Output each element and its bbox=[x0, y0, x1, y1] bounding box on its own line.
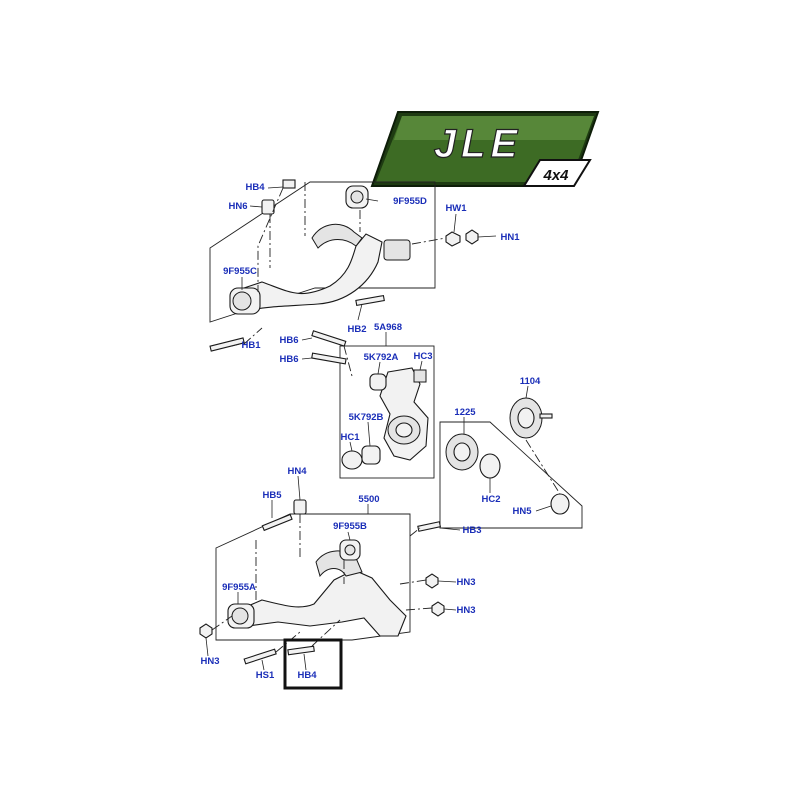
nut-hn1-shape bbox=[465, 229, 479, 245]
part-label-5k792b: 5K792B bbox=[349, 412, 384, 423]
part-label-hc1: HC1 bbox=[340, 432, 360, 443]
upper-arm-outline bbox=[209, 181, 436, 323]
bush-5k792a-shape bbox=[369, 373, 387, 391]
part-label-hs1: HS1 bbox=[256, 670, 275, 681]
leader-lines bbox=[205, 186, 552, 671]
part-label-hb6-a: HB6 bbox=[279, 335, 298, 346]
nut-hn6-shape bbox=[261, 199, 275, 215]
part-label-9f955d: 9F955D bbox=[393, 196, 427, 207]
upper-arm-body bbox=[230, 233, 383, 311]
part-label-5a968: 5A968 bbox=[374, 322, 402, 333]
part-label-hn1: HN1 bbox=[500, 232, 520, 243]
bolt-hb1-shape bbox=[209, 337, 245, 352]
bolt-hb3-shape bbox=[417, 521, 442, 532]
bolt-hb2-shape bbox=[355, 294, 385, 307]
part-label-hc2: HC2 bbox=[481, 494, 500, 505]
upper-arm-bracket bbox=[383, 239, 411, 261]
part-label-hn5: HN5 bbox=[512, 506, 532, 517]
hub-bearing-assembly bbox=[439, 397, 583, 529]
part-label-hn4: HN4 bbox=[287, 466, 307, 477]
nut-hn5-shape bbox=[550, 493, 570, 515]
circlip-hc2-shape bbox=[479, 453, 501, 479]
part-label-hn6: HN6 bbox=[228, 201, 247, 212]
part-label-hn3-right-b: HN3 bbox=[456, 605, 475, 616]
knuckle-assembly bbox=[311, 330, 435, 479]
part-label-hb4-top: HB4 bbox=[245, 182, 265, 193]
circlip-hc1-shape bbox=[341, 450, 363, 470]
knuckle-outline bbox=[339, 345, 435, 479]
bolt-hb4-top-shape bbox=[282, 179, 296, 189]
part-label-hn3-right-a: HN3 bbox=[456, 577, 475, 588]
part-label-hb2: HB2 bbox=[347, 324, 366, 335]
bolt-hb5-shape bbox=[261, 513, 293, 532]
bolt-hb6-a-shape bbox=[311, 330, 347, 347]
part-label-9f955b: 9F955B bbox=[333, 521, 367, 532]
part-label-hb5: HB5 bbox=[262, 490, 282, 501]
part-label-5500: 5500 bbox=[358, 494, 379, 505]
upper-arm-front-eye bbox=[311, 223, 363, 249]
nut-hn3-right-a-shape bbox=[425, 573, 439, 589]
bolt-hs1-shape bbox=[243, 648, 277, 665]
logo-wordmark: JLE bbox=[434, 122, 522, 166]
part-label-5k792a: 5K792A bbox=[364, 352, 399, 363]
highlight-frame-hb4 bbox=[283, 638, 343, 690]
nut-hn3-right-b-shape bbox=[431, 601, 445, 617]
clip-hc3-shape bbox=[413, 369, 427, 383]
part-label-1225: 1225 bbox=[454, 407, 476, 418]
hub-outline bbox=[439, 421, 583, 529]
part-label-hc3: HC3 bbox=[413, 351, 432, 362]
lower-arm-assembly bbox=[199, 499, 445, 665]
part-label-9f955a: 9F955A bbox=[222, 582, 256, 593]
part-label-hb6-b: HB6 bbox=[279, 354, 298, 365]
bolt-hb4-bottom-shape bbox=[287, 645, 315, 656]
part-label-1104: 1104 bbox=[520, 376, 541, 387]
washer-hw1-shape bbox=[445, 231, 461, 247]
part-label-hb1: HB1 bbox=[241, 340, 261, 351]
upper-arm-assembly bbox=[209, 179, 479, 352]
logo-subtitle: 4x4 bbox=[542, 167, 569, 184]
bolt-hb6-b-shape bbox=[311, 352, 347, 365]
part-label-hb4-bottom: HB4 bbox=[297, 670, 317, 681]
nut-hn4-shape bbox=[293, 499, 307, 515]
part-label-hn3-left: HN3 bbox=[200, 656, 219, 667]
lower-arm-body bbox=[233, 569, 407, 637]
nut-hn3-left-shape bbox=[199, 623, 213, 639]
part-label-hb3: HB3 bbox=[462, 525, 481, 536]
part-label-hw1: HW1 bbox=[445, 203, 467, 214]
part-label-9f955c: 9F955C bbox=[223, 266, 257, 277]
bush-5k792b-shape bbox=[361, 445, 381, 465]
brand-logo: JLE 4x4 bbox=[370, 111, 600, 187]
